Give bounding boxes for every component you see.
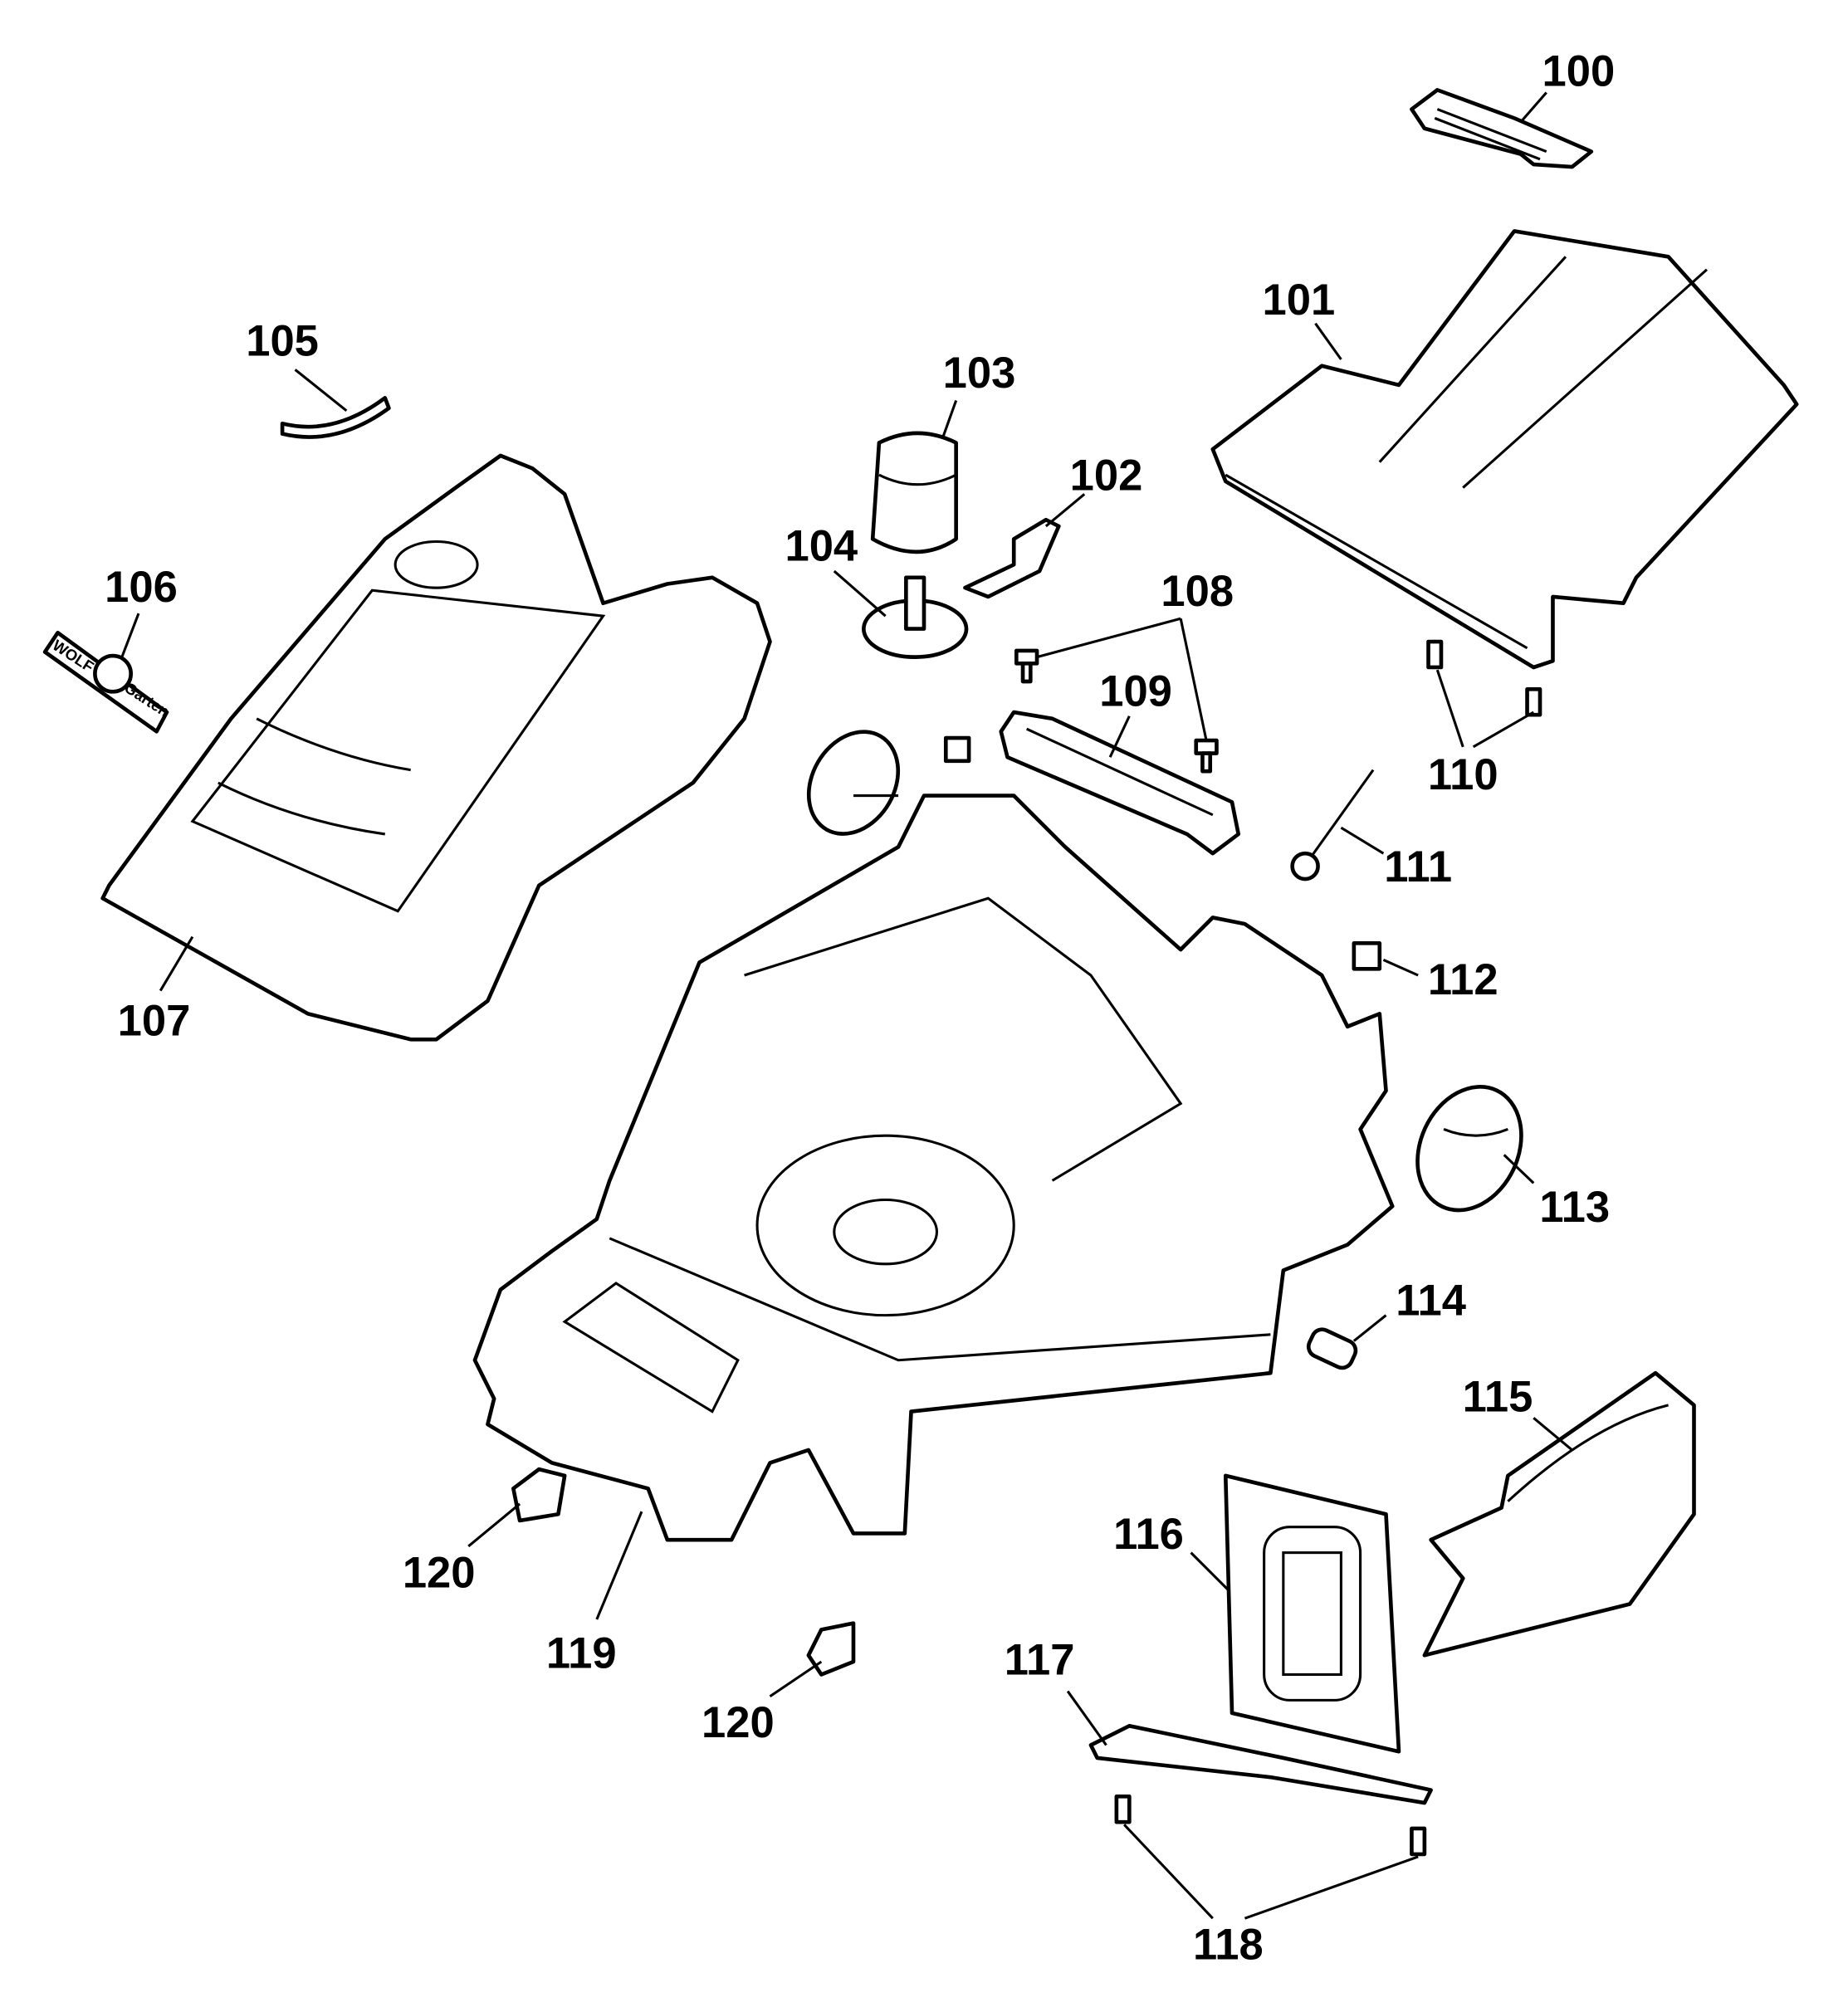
callout-104: 104: [785, 522, 858, 571]
callout-112: 112: [1428, 955, 1498, 1004]
part-111-spring: [1290, 769, 1375, 881]
part-109-grille: [999, 710, 1241, 856]
part-107-top-cover: [100, 453, 772, 1042]
part-102-clip: [963, 517, 1061, 599]
part-104-hub: [862, 575, 969, 659]
part-110-screws: [1426, 639, 1542, 717]
part-105-seal: [280, 396, 391, 439]
part-100-grille: [1410, 88, 1594, 169]
part-wheel-hub: [806, 730, 901, 836]
callout-107: 107: [118, 997, 191, 1046]
callout-109: 109: [1099, 667, 1172, 715]
callout-117: 117: [1005, 1635, 1075, 1684]
callout-120-bottom: 120: [702, 1698, 775, 1747]
part-116-plate: [1223, 1473, 1401, 1754]
part-119-housing: [472, 794, 1395, 1542]
part-106-logo-badge: WOLF Garten: [42, 630, 173, 734]
callout-114: 114: [1396, 1277, 1466, 1326]
callout-113: 113: [1539, 1183, 1610, 1232]
callout-115: 115: [1463, 1373, 1533, 1422]
callout-106: 106: [105, 563, 178, 612]
part-114-spring: [1306, 1327, 1358, 1370]
part-101-lid: [1210, 229, 1799, 670]
callout-118: 118: [1193, 1921, 1264, 1970]
part-113-knob: [1415, 1085, 1523, 1213]
callout-102: 102: [1070, 452, 1143, 501]
part-117-strip: [1088, 1723, 1433, 1805]
part-103-cap: [870, 431, 958, 554]
callout-105: 105: [246, 316, 319, 365]
leader-lines: [120, 91, 1573, 1920]
callout-110: 110: [1428, 750, 1498, 799]
callout-116: 116: [1113, 1510, 1184, 1559]
callout-111: 111: [1384, 842, 1452, 891]
callout-108: 108: [1161, 567, 1234, 616]
callout-119: 119: [546, 1629, 617, 1678]
part-118-screws: [1114, 1795, 1427, 1857]
callout-101: 101: [1263, 276, 1336, 325]
callout-103: 103: [943, 349, 1016, 398]
part-112-nut: [1352, 941, 1382, 971]
callout-100: 100: [1542, 47, 1616, 96]
callout-labels: 100 101 102 103 104 105 106 107 108 109 …: [105, 47, 1615, 1970]
part-nut: [943, 735, 971, 764]
part-115-flap: [1422, 1370, 1696, 1658]
callout-120-left: 120: [403, 1548, 476, 1597]
